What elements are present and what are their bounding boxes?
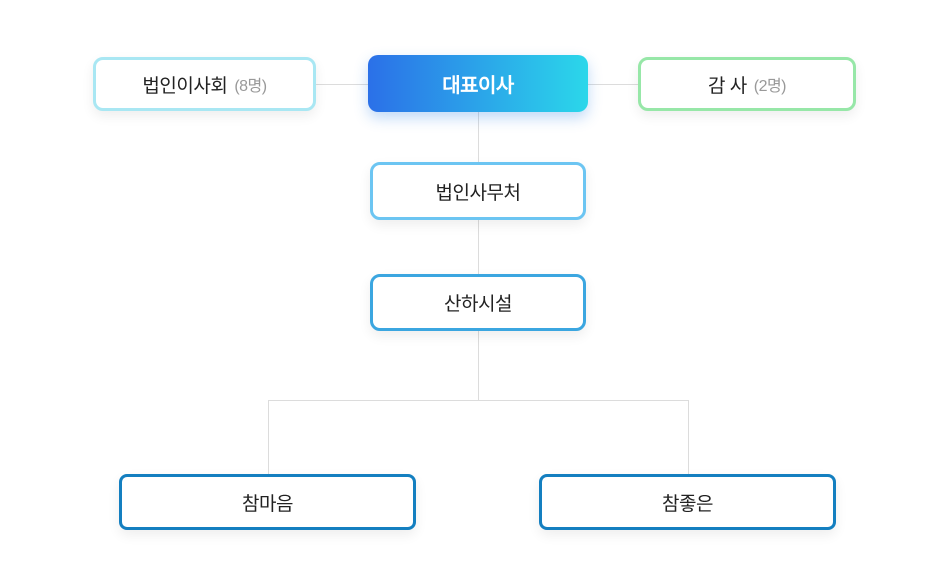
node-ceo: 대표이사 (368, 55, 588, 112)
node-office-label: 법인사무처 (435, 182, 521, 204)
node-facility-right: 참좋은 (539, 474, 836, 530)
node-office: 법인사무처 (370, 162, 586, 220)
node-auditor: 감 사 (2명) (638, 57, 856, 111)
node-facility-right-label: 참좋은 (662, 493, 713, 515)
connector-facilities-stem (478, 331, 479, 400)
connector-ceo-auditor (588, 84, 638, 85)
connector-drop-facility-left (268, 400, 269, 474)
node-board-label: 법인이사회 (142, 75, 228, 97)
connector-board-ceo (316, 84, 368, 85)
node-facility-left: 참마음 (119, 474, 416, 530)
connector-branch-bar (268, 400, 689, 401)
node-auditor-label: 감 사 (707, 75, 747, 97)
node-facility-left-label: 참마음 (242, 493, 293, 515)
node-facilities: 산하시설 (370, 274, 586, 331)
connector-office-facilities (478, 220, 479, 274)
node-auditor-count: (2명) (753, 78, 787, 95)
node-board: 법인이사회 (8명) (93, 57, 316, 111)
connector-drop-facility-right (688, 400, 689, 474)
node-board-count: (8명) (234, 78, 267, 95)
node-ceo-label: 대표이사 (442, 75, 514, 97)
connector-ceo-office (478, 112, 479, 162)
node-facilities-label: 산하시설 (444, 294, 512, 315)
